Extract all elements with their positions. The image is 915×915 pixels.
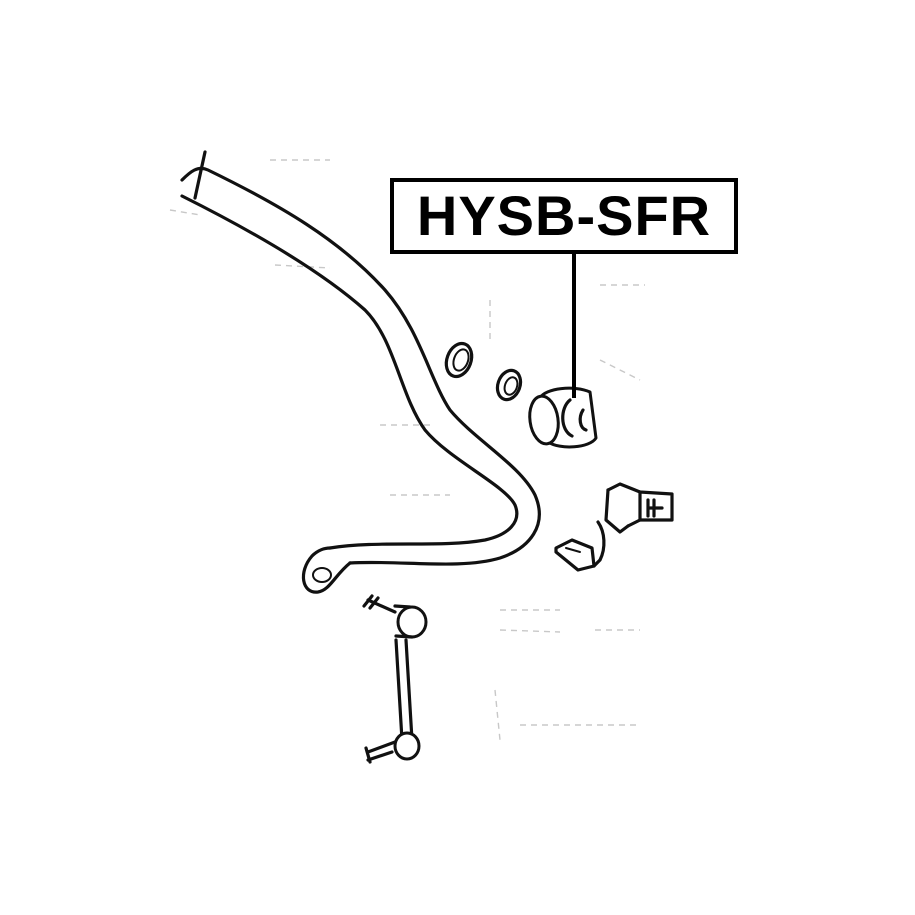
stabilizer-bar xyxy=(180,150,541,594)
stabilizer-link xyxy=(362,594,428,764)
bushing-bracket xyxy=(554,482,674,572)
collar-ring xyxy=(495,368,523,402)
part-number-label: HYSB-SFR xyxy=(390,178,738,254)
retaining-ring xyxy=(444,341,474,379)
part-number-text: HYSB-SFR xyxy=(416,184,712,247)
faint-reference-marks xyxy=(169,159,645,741)
stabilizer-bushing xyxy=(528,386,598,449)
